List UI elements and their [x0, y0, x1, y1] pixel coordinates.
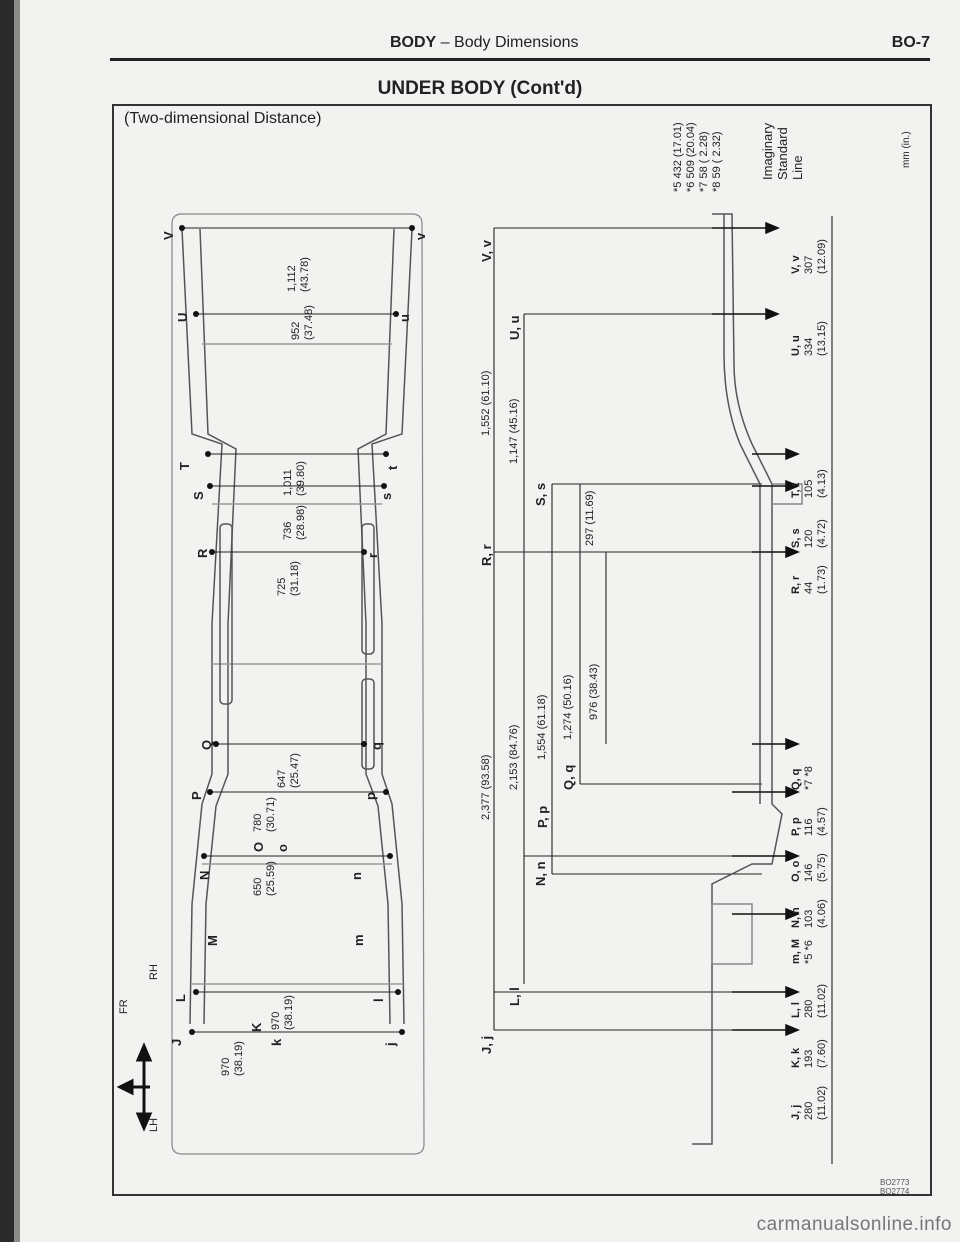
- side-view-dimension-lines: [493, 227, 762, 1031]
- plan-dim-kk: 970(38.19): [270, 995, 295, 1030]
- point-s: s: [379, 492, 394, 500]
- long-point-vv: V, v: [479, 240, 494, 262]
- point-Q: Q: [199, 739, 214, 750]
- header-rule: [110, 58, 930, 61]
- long-dim-qr: 976 (38.43): [588, 663, 600, 720]
- height-arrows: [712, 221, 800, 1037]
- point-r: r: [365, 552, 380, 558]
- point-N: N: [197, 870, 212, 880]
- point-o: o: [275, 844, 290, 852]
- plan-dim-rr: 725(31.18): [276, 561, 301, 596]
- point-u: u: [397, 314, 412, 322]
- long-point-qq: Q, q: [561, 764, 576, 790]
- plan-dim-oo: 780(30.71): [252, 797, 277, 832]
- point-v: v: [413, 232, 428, 240]
- point-V: V: [161, 231, 176, 240]
- figure-codes: BO2773 BO2774: [880, 1178, 910, 1196]
- point-P: P: [189, 791, 204, 800]
- header-title: BODY – Body Dimensions: [390, 34, 579, 51]
- page-binding-edge: [0, 0, 14, 1242]
- point-U: U: [175, 312, 190, 322]
- imaginary-standard-line-label: Imaginary Standard Line: [760, 122, 805, 180]
- point-t: t: [385, 465, 400, 470]
- plan-view-frame: [171, 213, 425, 1155]
- point-n: n: [349, 872, 364, 880]
- figure-frame: [112, 104, 932, 1196]
- plan-dim-qq: 647(25.47): [276, 753, 301, 788]
- long-point-jj: J, j: [479, 1035, 494, 1054]
- point-S: S: [191, 491, 206, 500]
- point-q: q: [369, 742, 384, 750]
- long-dim-su: 1,147 (45.16): [508, 398, 520, 464]
- section-subtitle: UNDER BODY (Cont'd): [377, 78, 583, 99]
- long-dim-rv: 1,552 (61.10): [480, 370, 492, 436]
- plan-dim-tt: 1,011(39.80): [282, 461, 307, 496]
- long-point-pp: P, p: [535, 805, 550, 828]
- long-point-uu: U, u: [507, 315, 522, 340]
- plan-dim-jj: 970(38.19): [220, 1041, 245, 1076]
- plan-dim-vv: 1,112(43.78): [286, 257, 311, 292]
- direction-lh: LH: [148, 1117, 160, 1132]
- page-header: BODY – Body Dimensions BO-7: [110, 20, 930, 61]
- notes-block: *5 432 (17.01) *6 509 (20.04) *7 58 ( 2.…: [672, 122, 723, 192]
- page-number: BO-7: [891, 34, 930, 51]
- point-L: L: [173, 994, 188, 1002]
- plan-dim-uu: 952(37.48): [290, 305, 315, 340]
- long-point-rr: R, r: [479, 544, 494, 566]
- panel-title: (Two-dimensional Distance): [124, 110, 322, 127]
- long-dim-rs: 297 (11.69): [584, 490, 596, 546]
- page-binding-shadow: [14, 0, 20, 1242]
- underbody-diagram: [116, 213, 833, 1164]
- point-k: k: [269, 1038, 284, 1046]
- point-K: K: [249, 1022, 264, 1032]
- point-l: l: [371, 998, 386, 1002]
- direction-arrow-icon: [116, 1042, 153, 1132]
- point-M: M: [205, 935, 220, 946]
- height-mm: m, M*5 *6: [790, 938, 815, 964]
- plan-view-dimension-lines: [182, 227, 412, 1033]
- point-j: j: [383, 1042, 398, 1046]
- point-m: m: [351, 934, 366, 946]
- long-dim-pr: 1,274 (50.16): [562, 674, 574, 740]
- long-point-ll: L, l: [507, 987, 522, 1006]
- side-profile-outline: [692, 213, 803, 1145]
- point-J: J: [169, 1038, 184, 1046]
- plan-view-points: [179, 225, 415, 1035]
- long-dim-lr: 2,153 (84.76): [508, 724, 520, 790]
- watermark: carmanualsonline.info: [756, 1214, 952, 1235]
- unit-label: mm (in.): [901, 131, 912, 168]
- point-T: T: [177, 462, 192, 470]
- long-point-nn: N, n: [533, 861, 548, 886]
- direction-rh: RH: [148, 964, 160, 980]
- height-qq: Q, q*7 *8: [790, 766, 815, 790]
- point-R: R: [195, 548, 210, 558]
- long-point-ss: S, s: [533, 482, 548, 506]
- plan-dim-ss: 736(28.98): [282, 505, 307, 540]
- plan-dim-nn: 650(25.59): [252, 861, 277, 896]
- direction-fr: FR: [118, 999, 130, 1014]
- point-O: O: [251, 841, 266, 852]
- long-dim-jr: 2,377 (93.58): [480, 754, 492, 820]
- point-p: p: [363, 792, 378, 800]
- long-dim-nr: 1,554 (61.18): [536, 694, 548, 760]
